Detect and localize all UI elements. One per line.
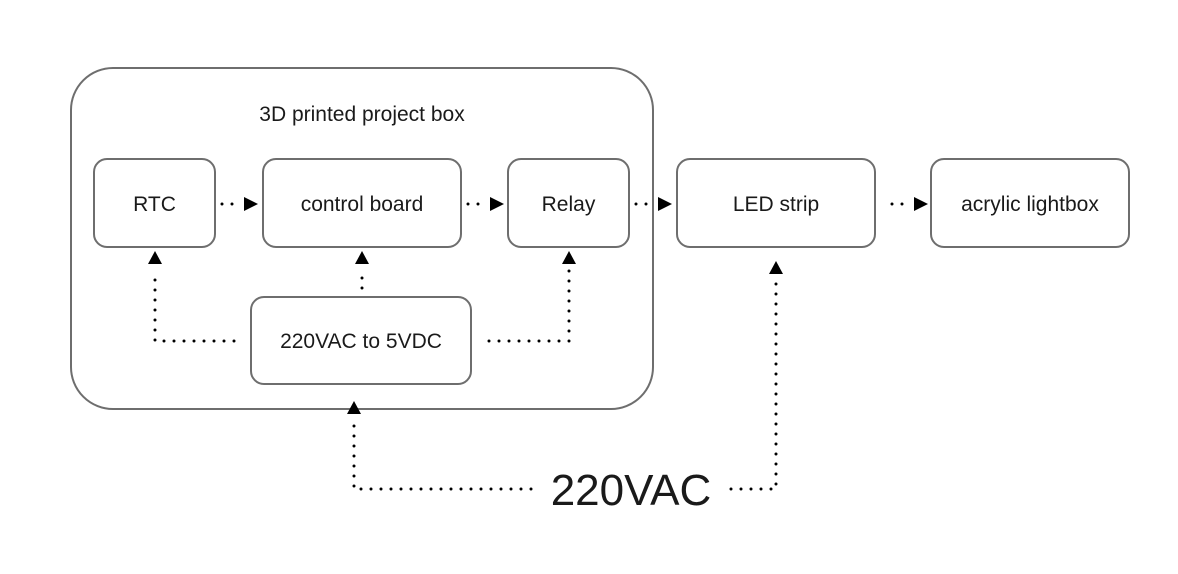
node-rtc-box [93, 158, 216, 248]
node-relay-box [507, 158, 630, 248]
node-led-strip: LED strip [676, 158, 876, 248]
node-led-strip-label: LED strip [733, 193, 819, 216]
enclosure-label: 3D printed project box [259, 103, 465, 126]
node-acrylic-lightbox: acrylic lightbox [930, 158, 1130, 248]
node-rtc-label: RTC [133, 193, 176, 216]
edge-power-supply-to-relay [487, 268, 571, 343]
edge-power-supply-to-rtc [153, 268, 236, 343]
node-acrylic-lightbox-box [930, 158, 1130, 248]
arrowhead-led-strip-to-lightbox [914, 197, 928, 211]
node-power-supply: 220VAC to 5VDC [250, 296, 472, 385]
arrowhead-power-supply-to-rtc [148, 251, 162, 264]
arrowhead-relay-to-led-strip [658, 197, 672, 211]
node-control-board-box [262, 158, 462, 248]
edge-source-to-power-supply [352, 418, 533, 491]
node-relay-label: Relay [542, 193, 596, 216]
edge-source-to-led-strip [729, 278, 778, 491]
node-power-supply-box [250, 296, 472, 385]
node-control-board: control board [262, 158, 462, 248]
arrowhead-source-to-power-supply [347, 401, 361, 414]
node-power-supply-label: 220VAC to 5VDC [280, 330, 442, 353]
node-led-strip-box [676, 158, 876, 248]
node-relay: Relay [507, 158, 630, 248]
node-acrylic-lightbox-label: acrylic lightbox [961, 193, 1099, 216]
arrowhead-control-board-to-relay [490, 197, 504, 211]
power-source-label: 220VAC [551, 466, 712, 515]
node-control-board-label: control board [301, 193, 424, 216]
enclosure-project-box: 3D printed project box [70, 67, 654, 410]
enclosure-outline [70, 67, 654, 410]
arrowhead-rtc-to-control-board [244, 197, 258, 211]
connectors [148, 197, 928, 491]
arrowhead-source-to-led-strip [769, 261, 783, 274]
arrowhead-power-supply-to-relay [562, 251, 576, 264]
node-rtc: RTC [93, 158, 216, 248]
arrowhead-power-supply-to-control-board [355, 251, 369, 264]
